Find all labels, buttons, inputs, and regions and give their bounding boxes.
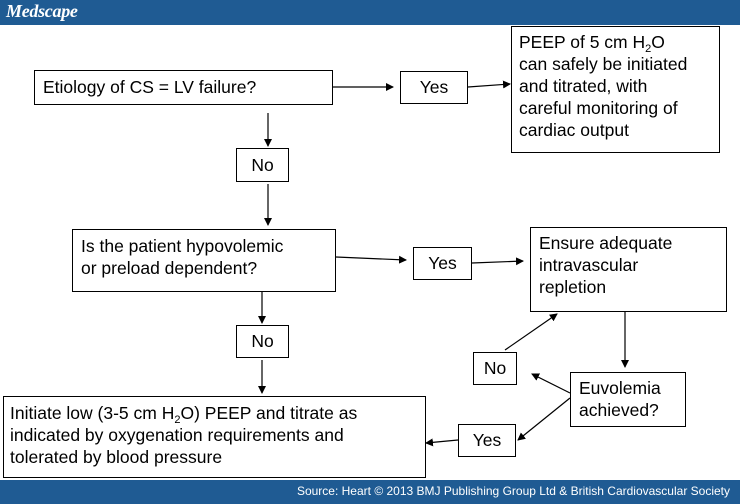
arrow-q3-yes <box>517 397 571 441</box>
arrow-no-r2 <box>504 313 558 351</box>
no-label: No <box>483 358 507 378</box>
question-hypovolemic-line1: Is the patient hypovolemic <box>81 236 284 256</box>
question-hypovolemic: Is the patient hypovolemic or preload de… <box>72 229 336 292</box>
arrow-yes-r2 <box>471 257 524 266</box>
question-hypovolemic-line2: or preload dependent? <box>81 258 258 278</box>
final-line1: Initiate low (3-5 cm H2O) PEEP and titra… <box>10 402 419 426</box>
no-box-1: No <box>236 148 289 182</box>
line-part: PEEP of 5 cm H <box>519 32 646 52</box>
footer-bar: Source: Heart © 2013 BMJ Publishing Grou… <box>0 480 740 504</box>
result-peep-5-line4: careful monitoring of <box>519 98 678 118</box>
result-ensure-line3: repletion <box>539 277 607 297</box>
result-peep-5-line3: and titrated, with <box>519 76 648 96</box>
question-euvolemia-line1: Euvolemia <box>579 378 661 398</box>
yes-label: Yes <box>472 430 502 450</box>
arrow-q2-yes <box>335 255 407 264</box>
result-peep-5-line1: PEEP of 5 cm H2O <box>519 31 712 55</box>
question-lv-failure: Etiology of CS = LV failure? <box>34 70 333 105</box>
line-part: O) PEEP and titrate as <box>180 403 358 423</box>
header-bar: Medscape <box>0 0 740 25</box>
line-part: O <box>651 32 665 52</box>
question-euvolemia: Euvolemia achieved? <box>570 372 686 427</box>
arrow-q3-no <box>531 373 571 394</box>
result-ensure-line2: intravascular <box>539 255 639 275</box>
yes-box-3: Yes <box>458 424 516 457</box>
result-ensure-line1: Ensure adequate <box>539 233 673 253</box>
line-part: Initiate low (3-5 cm H <box>10 403 175 423</box>
final-initiate-low-peep: Initiate low (3-5 cm H2O) PEEP and titra… <box>3 396 426 478</box>
yes-label: Yes <box>428 253 457 273</box>
result-ensure-repletion: Ensure adequate intravascular repletion <box>530 227 727 312</box>
yes-box-1: Yes <box>400 71 468 104</box>
no-label: No <box>251 155 274 175</box>
yes-label: Yes <box>419 77 449 97</box>
medscape-logo: Medscape <box>6 1 78 21</box>
arrow-yes-r1 <box>467 80 511 89</box>
arrow-yes-final <box>425 438 459 447</box>
yes-box-2: Yes <box>413 247 472 280</box>
result-peep-5-line2: can safely be initiated <box>519 54 688 74</box>
no-label: No <box>251 331 274 351</box>
final-line3: tolerated by blood pressure <box>10 447 223 467</box>
source-citation: Source: Heart © 2013 BMJ Publishing Grou… <box>296 484 730 498</box>
question-lv-failure-text: Etiology of CS = LV failure? <box>43 77 257 97</box>
question-euvolemia-line2: achieved? <box>579 400 659 420</box>
no-box-3: No <box>473 352 517 385</box>
final-line2: indicated by oxygenation requirements an… <box>10 425 344 445</box>
subscript: 2 <box>645 43 652 55</box>
no-box-2: No <box>236 325 289 358</box>
result-peep-5: PEEP of 5 cm H2O can safely be initiated… <box>511 26 720 153</box>
subscript: 2 <box>174 414 181 426</box>
result-peep-5-line5: cardiac output <box>519 120 629 140</box>
